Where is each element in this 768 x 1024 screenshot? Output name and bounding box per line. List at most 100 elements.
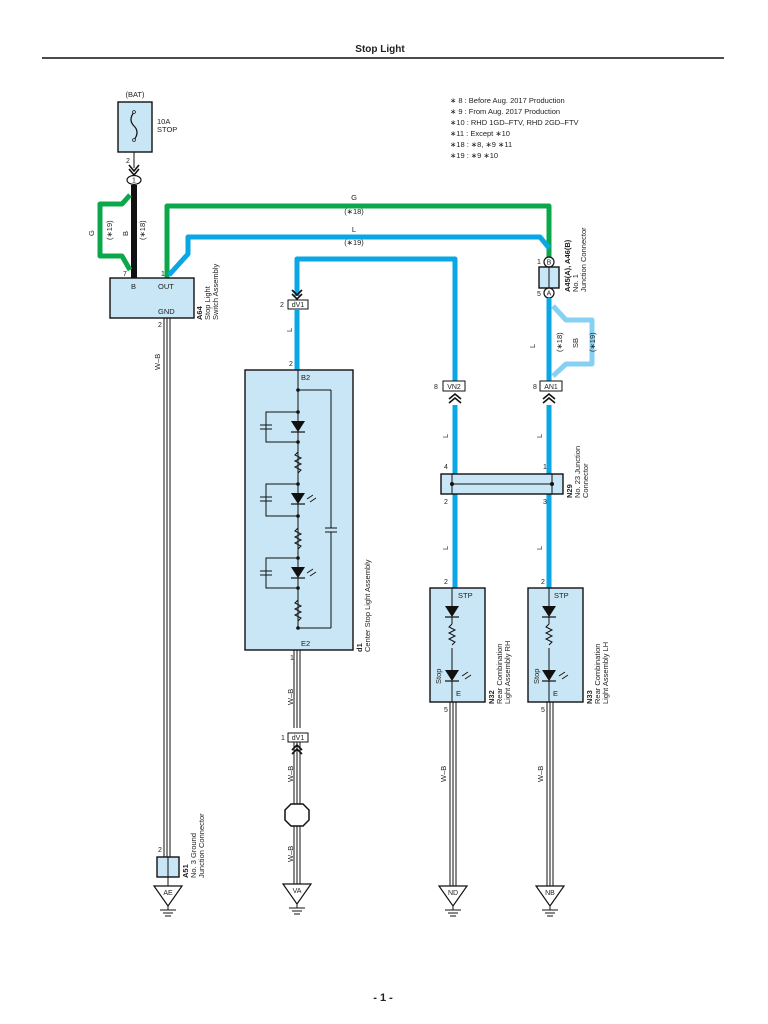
bat-label: (BAT) — [125, 90, 145, 99]
ground-point-icon — [152, 885, 184, 908]
center-stop-light-assembly[interactable]: B2 E2 — [244, 369, 372, 652]
pin-label: STP — [554, 591, 569, 600]
pin-label-b: B — [131, 282, 136, 291]
component-name: Junction Connector — [197, 813, 206, 878]
wire-label: L — [528, 344, 537, 348]
wire-label: G — [351, 193, 357, 202]
pin-label-out: OUT — [158, 282, 174, 291]
splice-point-icon — [284, 803, 310, 827]
page-title: Stop Light — [355, 44, 405, 55]
connector-dv1-bottom[interactable]: dV1 1 — [281, 732, 309, 755]
wire-label: W–B — [286, 766, 295, 782]
resistor-icon — [544, 623, 554, 646]
junction-number: 1 — [132, 178, 136, 185]
pin-label: A — [547, 291, 552, 298]
connector-chevron-icon — [291, 289, 303, 301]
wire-g-bypass[interactable] — [97, 193, 133, 272]
pin-number: 3 — [543, 499, 547, 506]
ground-junction-a51[interactable]: 2 A51 No. 3 Ground Junction Connector — [156, 813, 206, 886]
circuit-node — [550, 482, 554, 486]
connector-label: dV1 — [292, 735, 305, 742]
fuse-terminal — [132, 110, 136, 114]
wire-l-top[interactable] — [167, 234, 551, 277]
ground-label: ND — [448, 890, 458, 897]
connector-chevron-icon — [542, 392, 556, 404]
rear-combination-light-rh[interactable]: 2 STP Stop E 5 N32 Rear Combination Ligh… — [429, 579, 512, 714]
wire-l-branch[interactable] — [294, 256, 458, 385]
lamp-label: Stop — [434, 669, 443, 684]
ground-label: NB — [545, 890, 555, 897]
wire-note: (∗18) — [138, 220, 147, 240]
pin-number: 2 — [444, 579, 448, 586]
component-code: A45(A), A46(B) — [563, 239, 572, 292]
wire-label: L — [535, 434, 544, 438]
wire-label: L — [441, 434, 450, 438]
notes-legend: ∗ 8 : Before Aug. 2017 Production ∗ 9 : … — [450, 96, 579, 160]
connector-tag — [442, 380, 466, 392]
ground-va[interactable]: VA — [281, 883, 313, 915]
component-name: No. 1 — [571, 274, 580, 292]
ground-ae[interactable]: AE — [152, 885, 184, 917]
lamp-label: Stop — [532, 669, 541, 684]
pin-number: 1 — [290, 655, 294, 662]
pin-number: 2 — [158, 847, 162, 854]
connector-label: AN1 — [544, 384, 558, 391]
ground-nb[interactable]: NB — [534, 885, 566, 917]
led-icons — [291, 421, 305, 579]
fuse-10a-stop[interactable]: (BAT) 10A STOP 2 1 — [117, 90, 177, 186]
component-box — [244, 369, 354, 651]
wire-sb-bypass[interactable] — [551, 304, 595, 378]
pin-number: 5 — [444, 707, 448, 714]
connector-tag — [539, 380, 563, 392]
pin-label: STP — [458, 591, 473, 600]
pin-number: 1 — [543, 464, 547, 471]
component-name: Center Stop Light Assembly — [363, 559, 372, 652]
connector-an1[interactable]: 8 AN1 — [533, 380, 563, 404]
pin-label: E — [553, 689, 558, 698]
wire-wb-center-stop[interactable] — [293, 650, 301, 884]
wire-wb-lh[interactable] — [546, 702, 554, 886]
stop-light-switch[interactable]: 7 1 B OUT GND 2 A64 Stop Light Switch As… — [109, 263, 220, 329]
fuse-name: STOP — [157, 125, 177, 134]
component-code: A51 — [181, 864, 190, 878]
diode-icon — [542, 606, 556, 617]
connector-dv1-top[interactable]: dV1 2 — [280, 289, 309, 310]
earth-icon — [289, 904, 305, 915]
component-name: Connector — [581, 463, 590, 498]
rear-combination-light-lh[interactable]: 2 STP Stop E 5 N33 Rear Combination Ligh… — [527, 579, 610, 714]
connector-vn2[interactable]: 8 VN2 — [434, 380, 466, 404]
ground-point-icon — [281, 883, 313, 906]
led-icon — [291, 567, 305, 578]
component-code: d1 — [355, 643, 364, 652]
wire-label: G — [87, 230, 96, 236]
note-item: ∗18 : ∗8, ∗9 ∗11 — [450, 140, 512, 149]
junction-connector-n29[interactable]: 4 1 2 3 N29 No. 23 Junction Connector — [440, 446, 590, 506]
diode-icon — [291, 421, 305, 432]
pin-number: 5 — [537, 291, 541, 298]
wire-label: L — [535, 546, 544, 550]
pin-label: E — [456, 689, 461, 698]
pin-label: E2 — [301, 639, 310, 648]
note-item: ∗10 : RHD 1GD–FTV, RHD 2GD–FTV — [450, 118, 579, 127]
fuse-rating: 10A — [157, 117, 170, 126]
pin-number: 5 — [541, 707, 545, 714]
junction-connector-a45-a46[interactable]: 1 B 5 A A45(A), A46(B) No. 1 Junction Co… — [537, 227, 588, 299]
earth-icon — [160, 906, 176, 917]
wire-label: W–B — [439, 766, 448, 782]
wire-label: L — [285, 328, 294, 332]
wire-g-top[interactable] — [164, 203, 552, 278]
ground-nd[interactable]: ND — [437, 885, 469, 917]
light-emission-icon — [461, 671, 472, 680]
wire-wb-switch-ground[interactable] — [163, 318, 171, 858]
component-box — [527, 587, 584, 703]
component-name: Rear Combination — [593, 644, 602, 704]
wire-wb-rh[interactable] — [449, 702, 457, 886]
switch-box — [109, 277, 195, 319]
pin-number: 2 — [541, 579, 545, 586]
ground-point-icon — [534, 885, 566, 908]
component-name: No. 23 Junction — [573, 446, 582, 498]
wire-label: L — [441, 546, 450, 550]
wire-label: W–B — [536, 766, 545, 782]
resistor-icon — [447, 623, 457, 646]
